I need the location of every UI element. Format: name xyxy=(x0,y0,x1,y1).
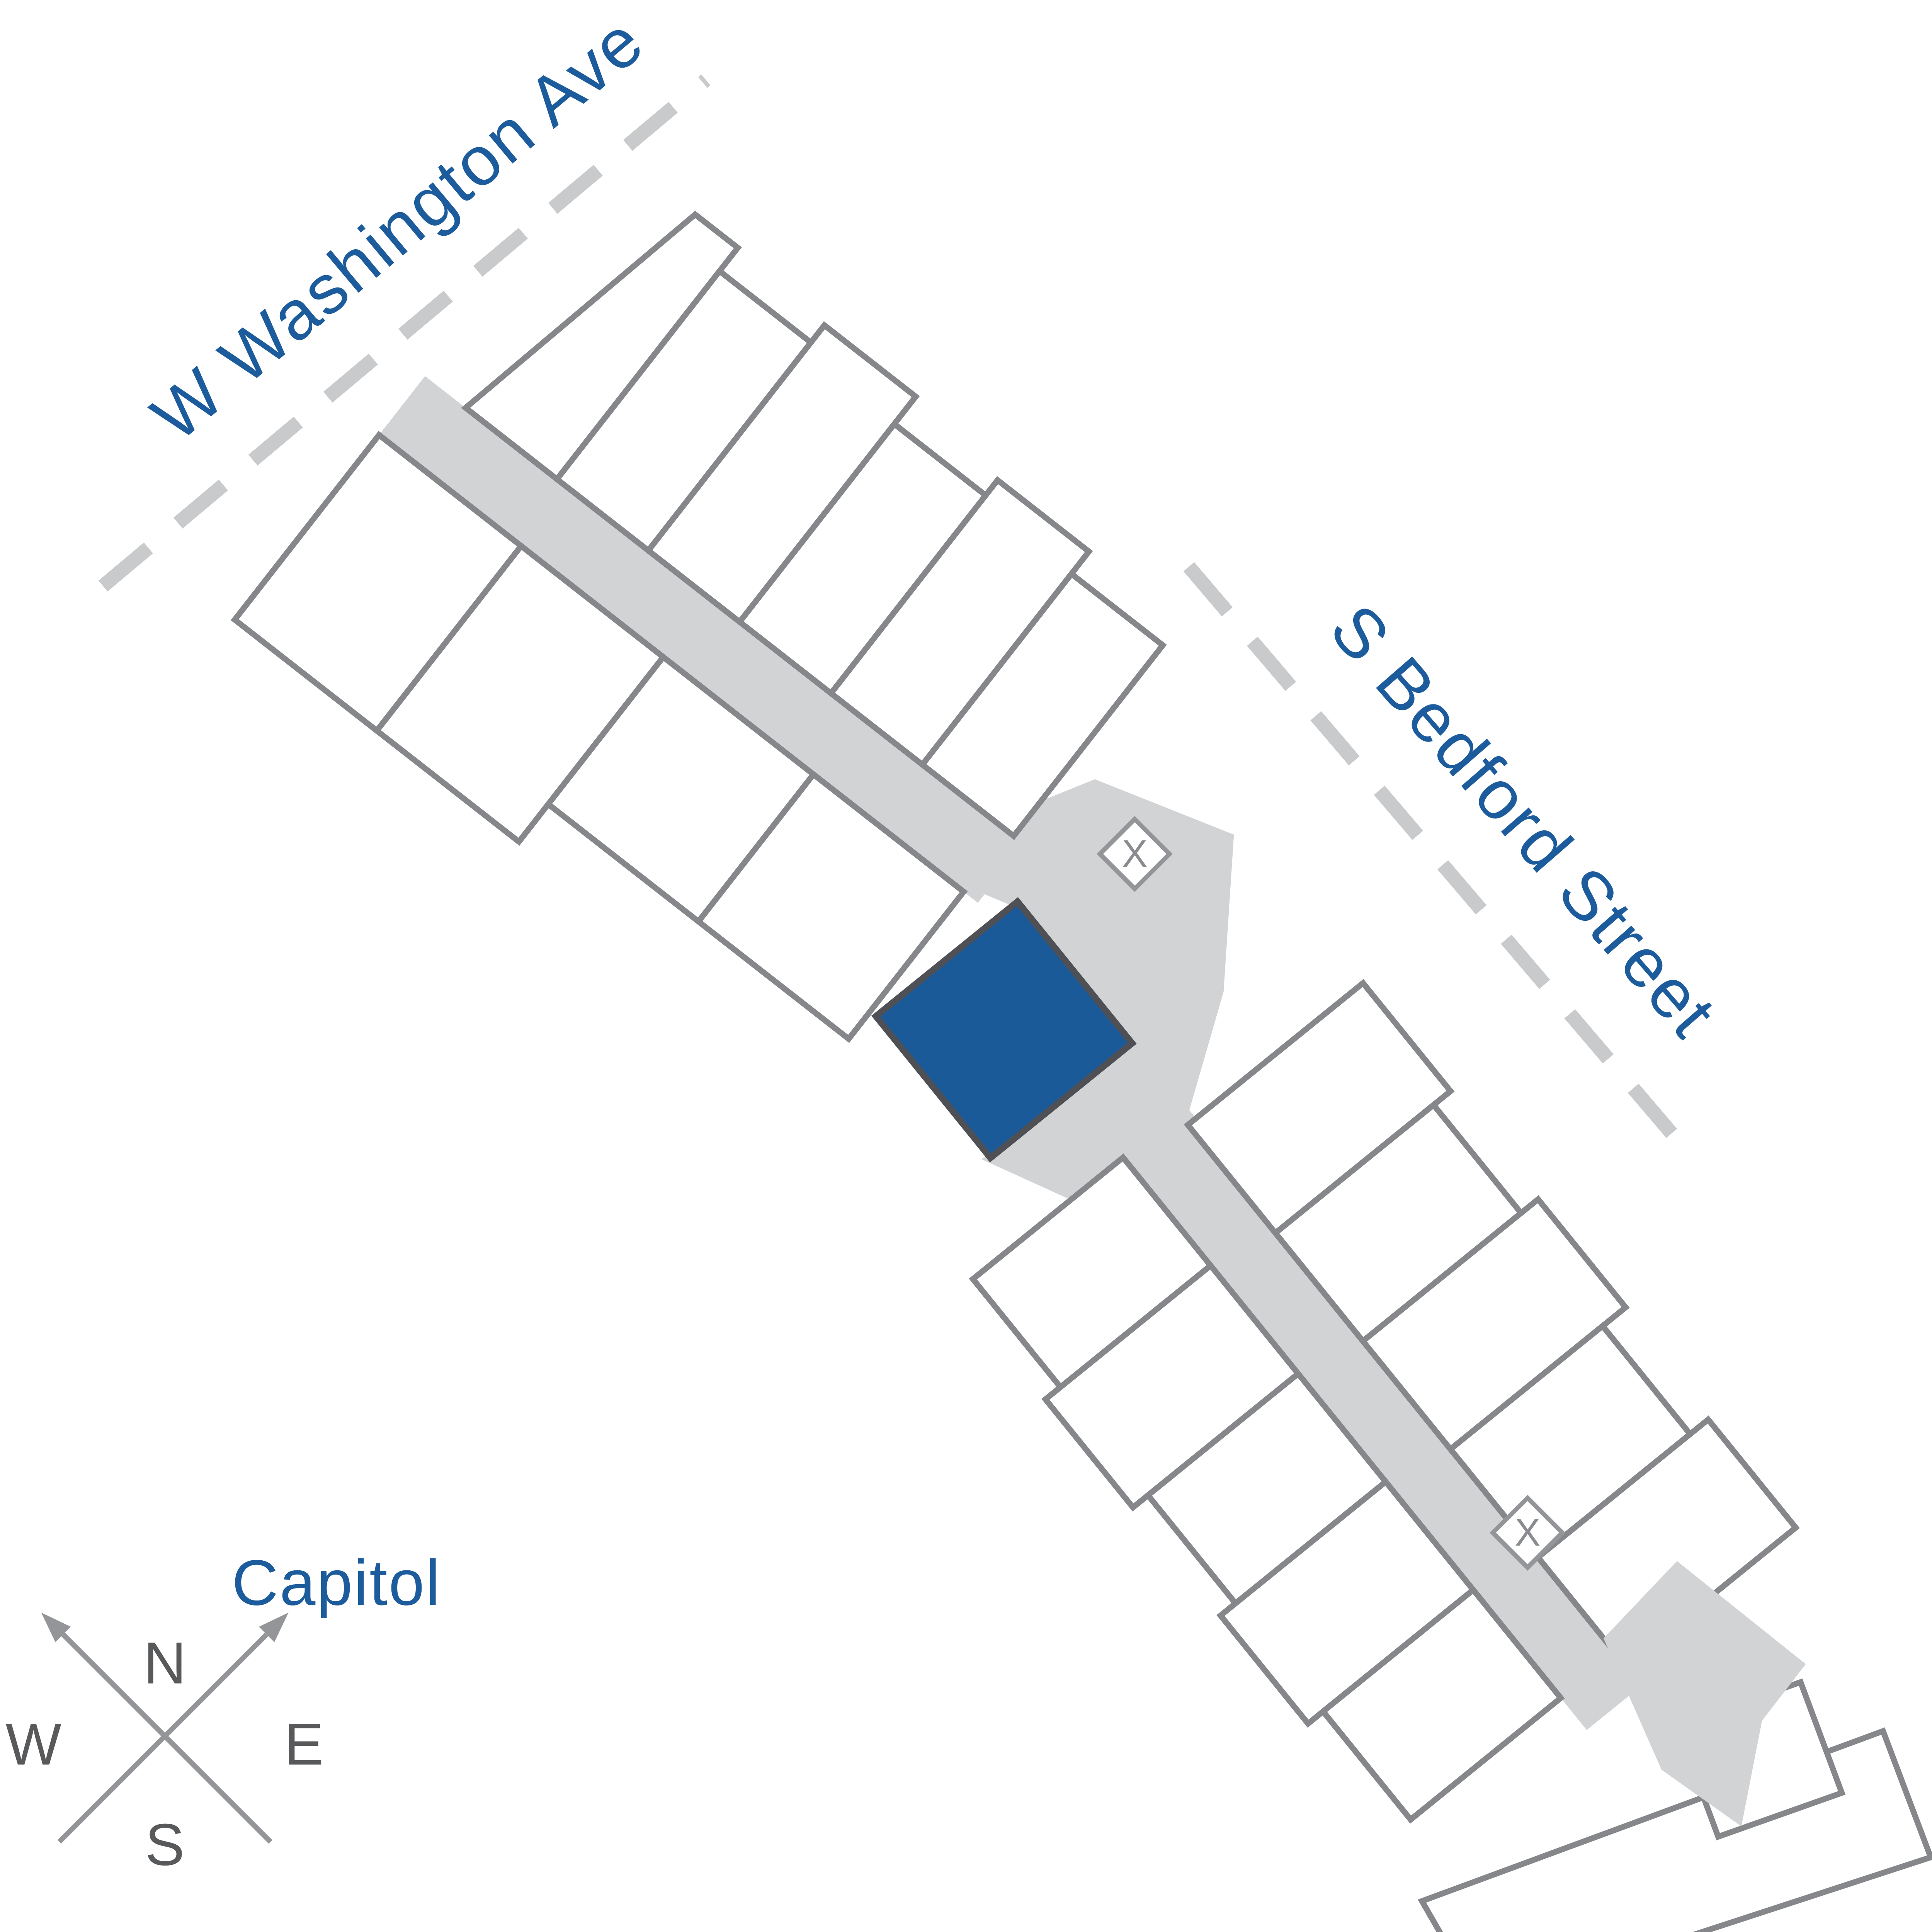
unit-outline[interactable] xyxy=(1216,1478,1478,1728)
unit-outline[interactable] xyxy=(1319,1586,1565,1824)
diamond-icon xyxy=(1490,1495,1566,1571)
x-icon: X xyxy=(1515,1511,1541,1554)
west-label: W xyxy=(5,1711,61,1777)
compass-axis-sw-ne xyxy=(57,1633,269,1844)
elevator-marker-icon: X xyxy=(1097,816,1173,892)
unit-outline[interactable] xyxy=(372,542,667,846)
diamond-icon xyxy=(1097,816,1173,892)
washington-ave-dashed-line xyxy=(98,74,711,592)
corridor-lower xyxy=(1133,1125,1642,1730)
lower-building-wing xyxy=(969,979,1800,1824)
unit-outline[interactable] xyxy=(694,770,968,1043)
unit-outline[interactable] xyxy=(1184,979,1455,1237)
unit-outline[interactable] xyxy=(827,476,1093,769)
east-label: E xyxy=(284,1711,324,1777)
unit-outline[interactable] xyxy=(1534,1415,1800,1670)
unit-outline[interactable] xyxy=(461,177,742,483)
compass-arrow-ne-icon xyxy=(259,1612,289,1642)
unit-outline[interactable] xyxy=(918,570,1167,840)
corridor-upper xyxy=(379,376,1024,903)
bedford-street-dashed-line xyxy=(1183,562,1692,1155)
bottom-building-block xyxy=(1418,1561,1932,1932)
upper-building-wing xyxy=(230,177,1167,1043)
north-label: N xyxy=(143,1630,186,1696)
elevator-marker-icon: X xyxy=(1490,1495,1566,1571)
compass-axis-se-nw xyxy=(61,1633,272,1844)
unit-outline[interactable] xyxy=(644,321,920,626)
south-label: S xyxy=(145,1812,185,1878)
bedford-street-label: S Bedford Street xyxy=(1315,590,1731,1052)
highlighted-unit[interactable] xyxy=(871,897,1137,1163)
x-icon: X xyxy=(1122,832,1148,875)
unit-outline[interactable] xyxy=(1359,1195,1630,1454)
lower-wing-corridor-group xyxy=(1133,1125,1642,1730)
capitol-label: Capitol xyxy=(232,1547,441,1619)
compass-rose: N E S W Capitol xyxy=(5,1547,441,1878)
corridor-terminus xyxy=(1603,1561,1806,1827)
unit-outline[interactable] xyxy=(1041,1261,1303,1512)
compass-arrow-nw-icon xyxy=(41,1612,71,1642)
